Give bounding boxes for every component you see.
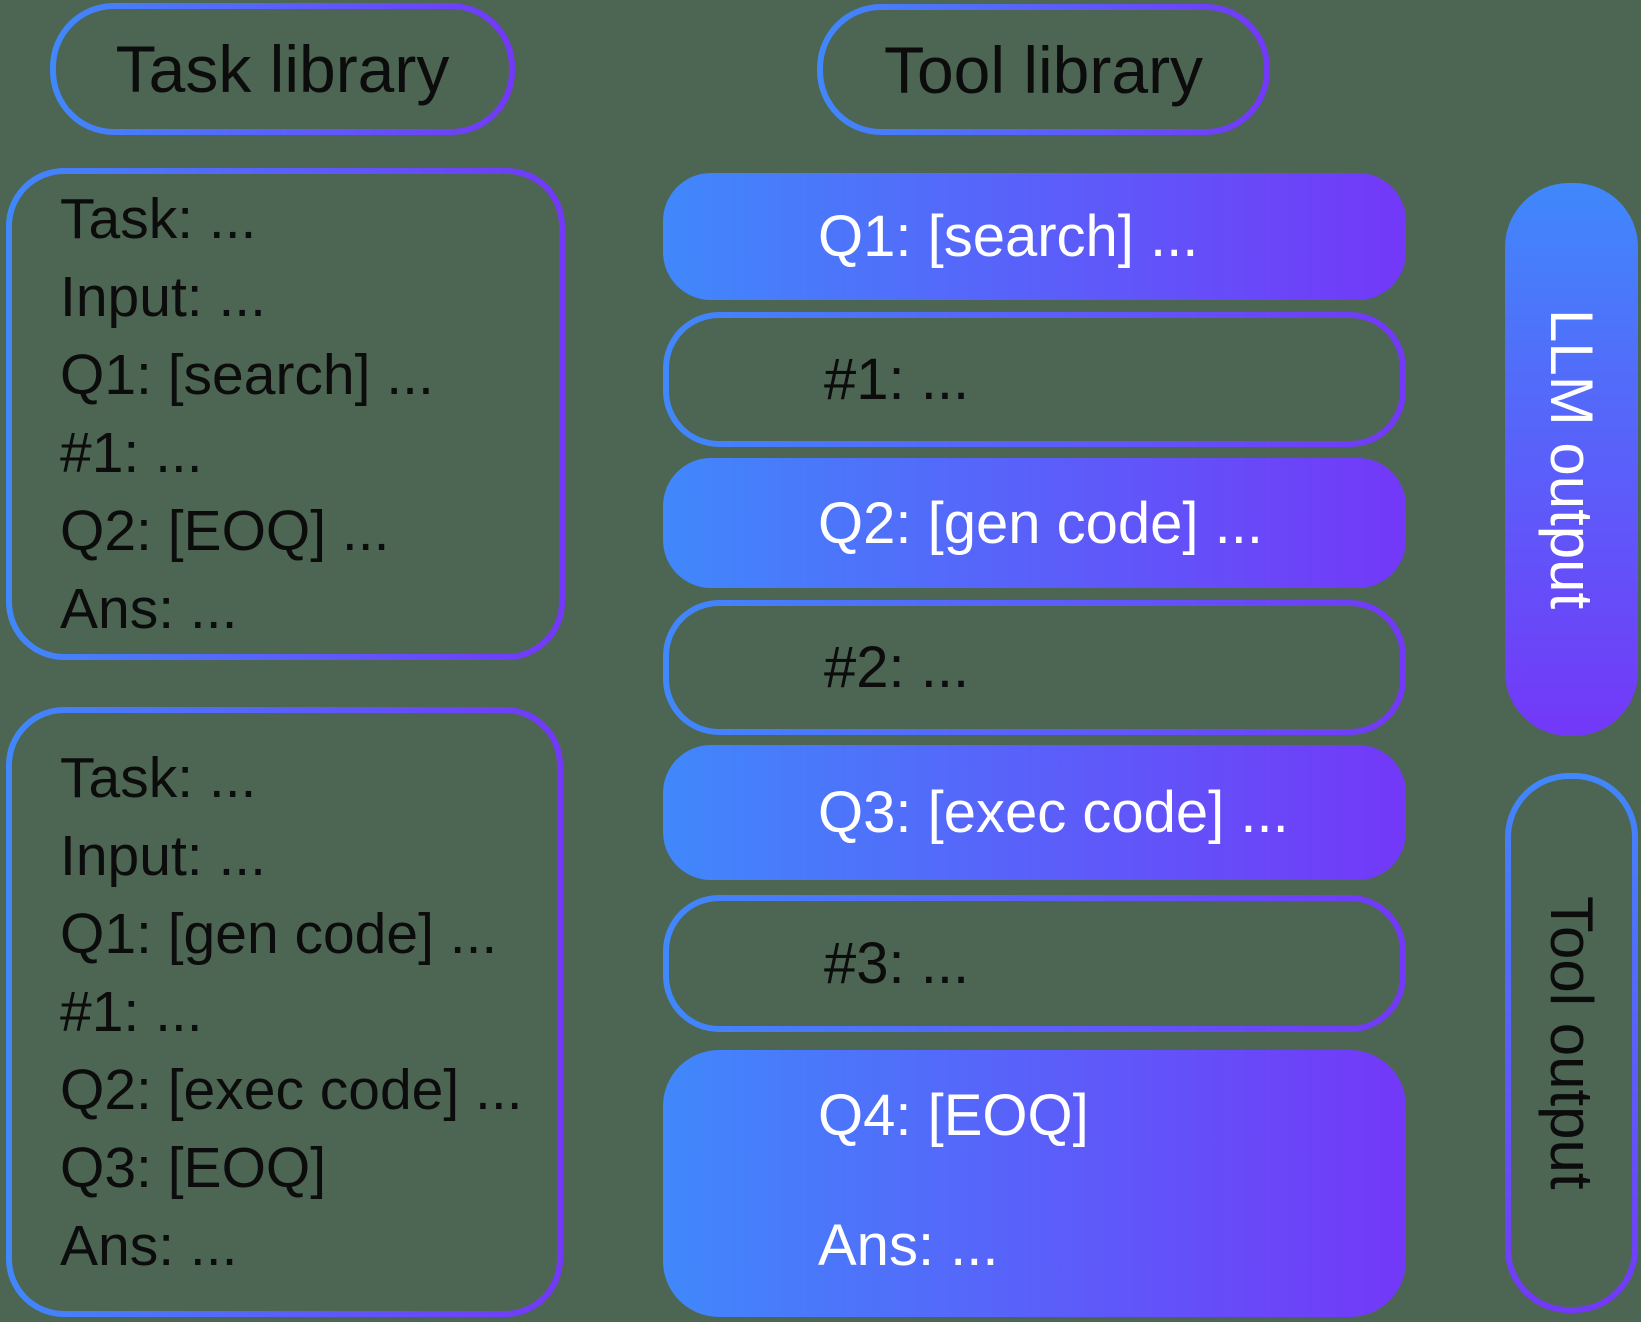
task-line: Q2: [EOQ] ... bbox=[60, 499, 390, 563]
task-line: #1: ... bbox=[60, 980, 203, 1044]
step-result-1: #1: ... bbox=[663, 312, 1406, 447]
task-line: Q1: [gen code] ... bbox=[60, 902, 498, 966]
task-line: Q2: [exec code] ... bbox=[60, 1058, 523, 1122]
task-line: Task: ... bbox=[60, 746, 257, 810]
step-q2-gen-code: Q2: [gen code] ... bbox=[663, 458, 1406, 588]
step-line: Q4: [EOQ] bbox=[818, 1083, 1089, 1148]
task-line: Q3: [EOQ] bbox=[60, 1136, 327, 1200]
task-line: Input: ... bbox=[60, 824, 266, 888]
task-line: Q1: [search] ... bbox=[60, 343, 434, 407]
step-label: #1: ... bbox=[824, 347, 970, 412]
tool-library-title: Tool library bbox=[883, 32, 1204, 107]
tool-output-badge: Tool output bbox=[1505, 773, 1638, 1313]
step-label: #3: ... bbox=[824, 931, 970, 996]
step-result-3: #3: ... bbox=[663, 895, 1406, 1032]
step-result-2: #2: ... bbox=[663, 600, 1406, 735]
step-line: Ans: ... bbox=[818, 1213, 999, 1278]
task-library-header: Task library bbox=[50, 3, 515, 135]
step-q3-exec-code: Q3: [exec code] ... bbox=[663, 745, 1406, 880]
step-q4-eoq-answer: Q4: [EOQ] Ans: ... bbox=[663, 1050, 1406, 1317]
task-library-title: Task library bbox=[115, 32, 450, 106]
task-example-card-1: Task: ... Input: ... Q1: [search] ... #1… bbox=[6, 168, 565, 660]
task-line: Input: ... bbox=[60, 265, 266, 329]
llm-output-label: LLM output bbox=[1538, 309, 1605, 610]
tool-output-label: Tool output bbox=[1538, 896, 1605, 1190]
step-label: #2: ... bbox=[824, 635, 970, 700]
step-label: Q1: [search] ... bbox=[818, 204, 1199, 269]
task-line: #1: ... bbox=[60, 421, 203, 485]
step-label: Q3: [exec code] ... bbox=[818, 780, 1289, 845]
task-line: Ans: ... bbox=[60, 1214, 238, 1278]
task-example-card-2: Task: ... Input: ... Q1: [gen code] ... … bbox=[6, 707, 563, 1317]
llm-output-badge: LLM output bbox=[1505, 183, 1638, 736]
task-line: Task: ... bbox=[60, 187, 257, 251]
tool-library-header: Tool library bbox=[817, 4, 1270, 135]
step-q1-search: Q1: [search] ... bbox=[663, 173, 1406, 300]
task-line: Ans: ... bbox=[60, 577, 238, 641]
step-label: Q2: [gen code] ... bbox=[818, 490, 1263, 556]
